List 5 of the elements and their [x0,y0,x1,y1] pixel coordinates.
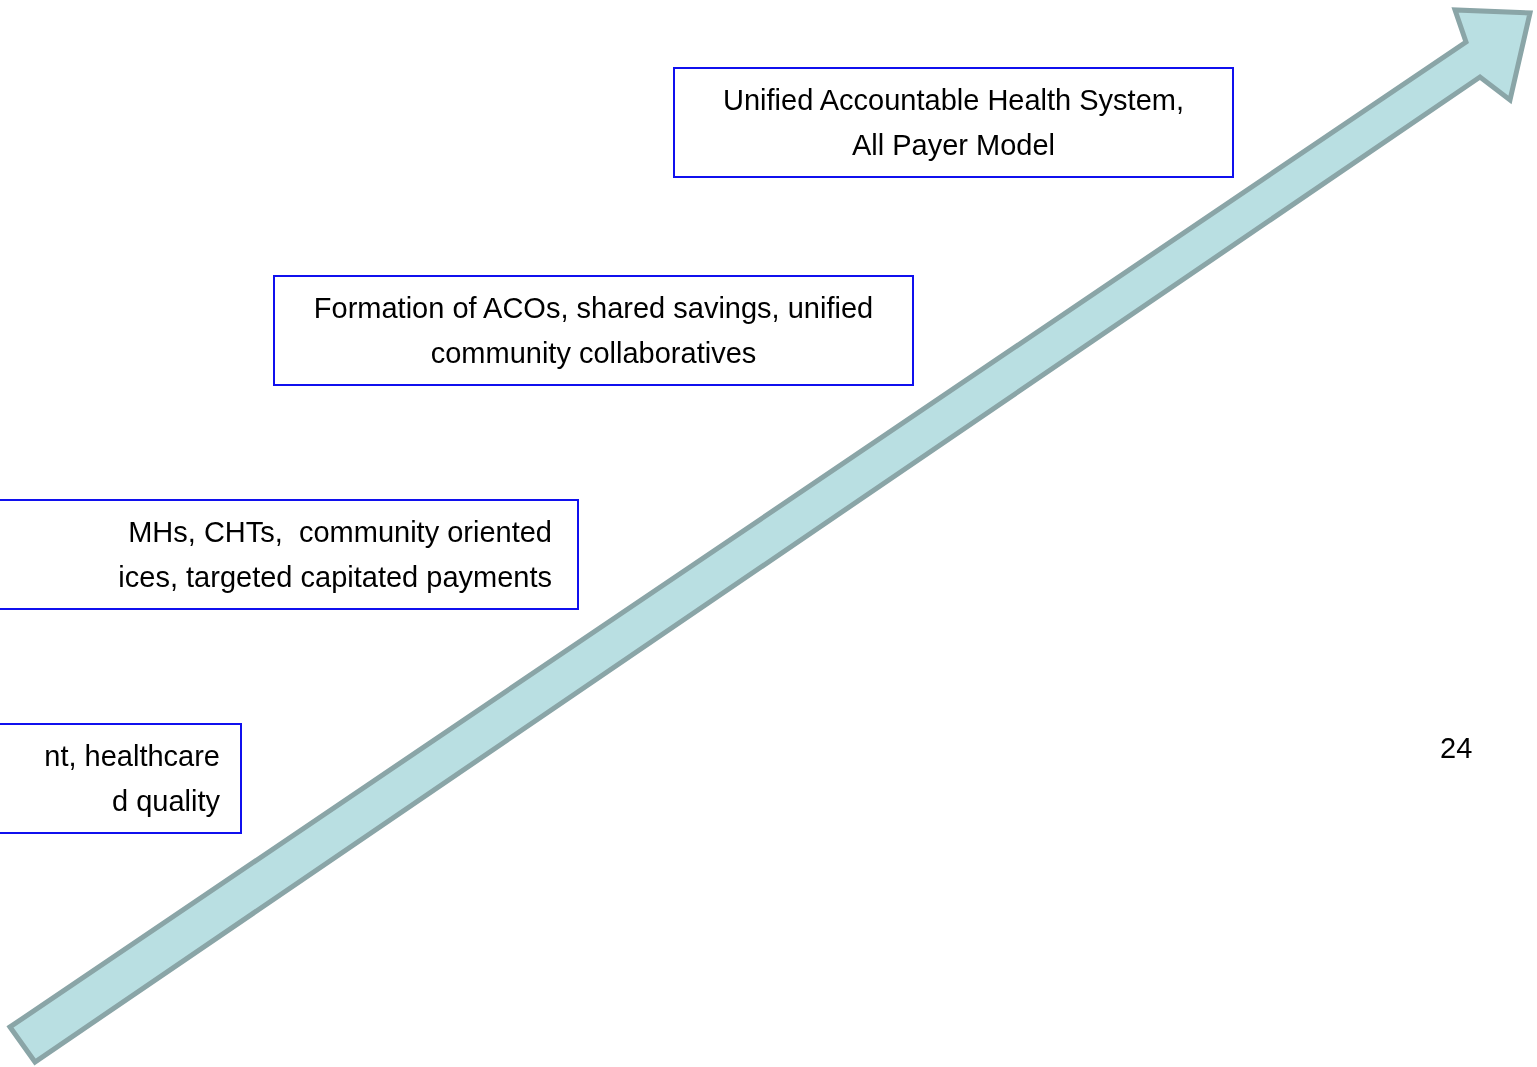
text-box: Formation of ACOs, shared savings, unified community collaboratives [273,275,914,386]
text-box: nt, healthcare d quality [0,723,242,834]
page-number: 24 [1440,732,1473,765]
text-box: MHs, CHTs, community oriented ices, targeted capitated payments [0,499,579,610]
text-box: Unified Accountable Health System, All Payer Model [673,67,1234,178]
